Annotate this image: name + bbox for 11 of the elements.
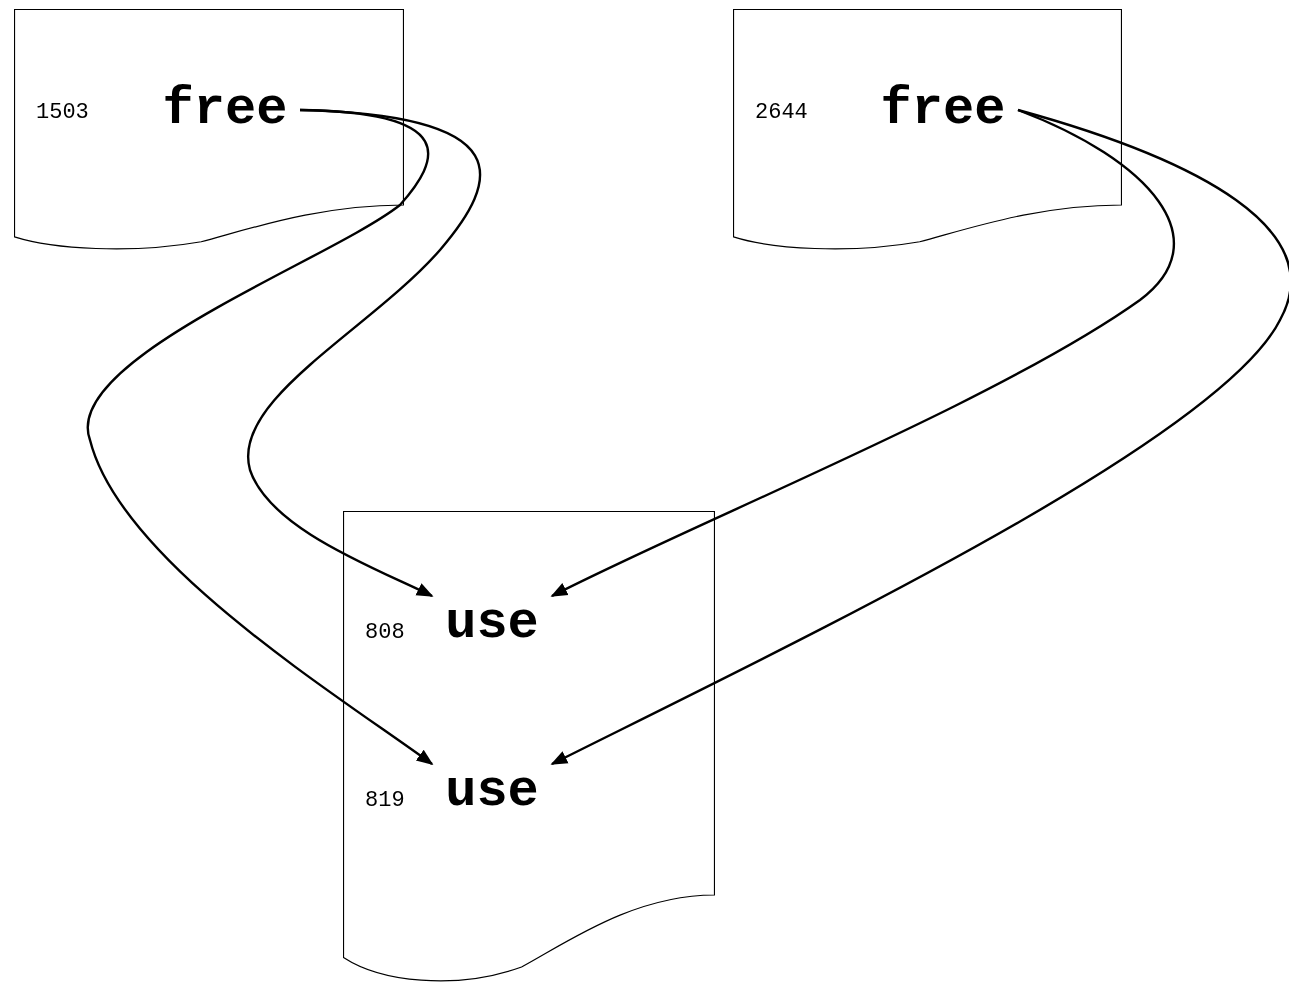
arrow bbox=[550, 108, 1289, 766]
arrow bbox=[247, 108, 481, 598]
code-keyword: use bbox=[432, 596, 552, 652]
line-number: 819 bbox=[365, 790, 405, 812]
line-number: 1503 bbox=[36, 102, 89, 124]
arrow bbox=[87, 108, 434, 765]
code-keyword: use bbox=[432, 764, 552, 820]
line-number: 2644 bbox=[755, 102, 808, 124]
line-number: 808 bbox=[365, 622, 405, 644]
code-keyword: free bbox=[150, 82, 300, 138]
code-keyword: free bbox=[868, 82, 1018, 138]
